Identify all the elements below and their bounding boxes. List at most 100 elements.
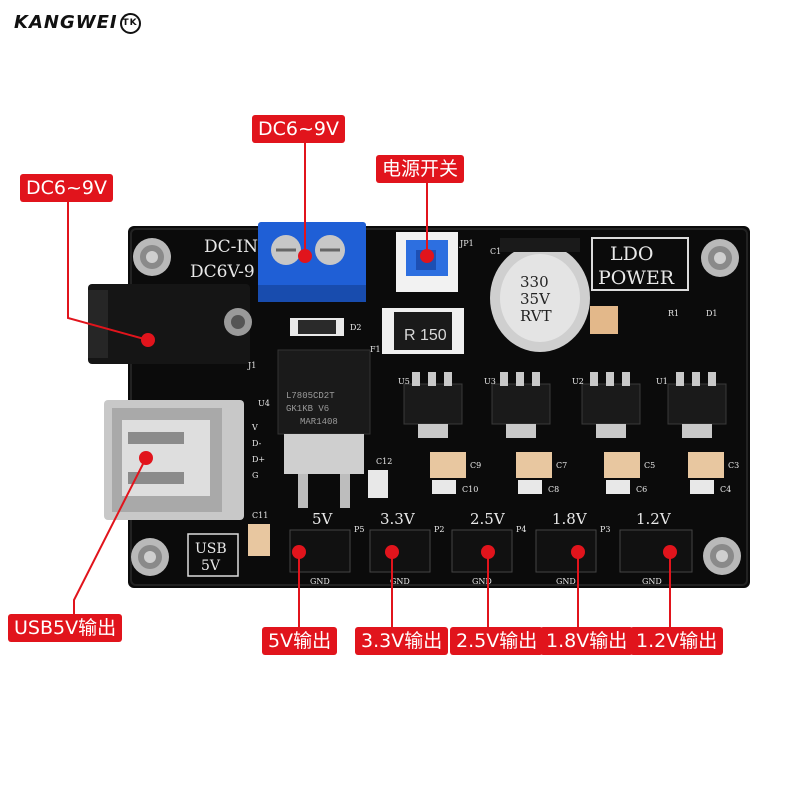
designator: J1 — [247, 361, 256, 370]
mounting-screw — [133, 238, 171, 276]
callout-dc-jack: DC6~9V — [20, 174, 113, 202]
mounting-screw — [701, 239, 739, 277]
regulator-marking-1: L7805CD2T — [286, 391, 335, 401]
screw-terminal — [258, 222, 366, 302]
voltage-label: 5V — [312, 510, 334, 528]
header-label: GND — [556, 577, 576, 586]
pin-header — [619, 529, 693, 573]
designator: P5 — [354, 525, 364, 534]
smd-capacitor — [688, 452, 724, 494]
smd-capacitor — [430, 452, 466, 494]
designator: P2 — [434, 525, 444, 534]
silk-ldo-2: POWER — [598, 267, 675, 289]
fuse-marking-mark: R — [404, 327, 416, 344]
voltage-label: 1.8V — [552, 510, 588, 528]
designator: C6 — [636, 485, 647, 494]
designator: U5 — [398, 377, 410, 386]
callout-dot — [385, 545, 399, 559]
silk-dcin-1: DC-IN — [204, 237, 258, 257]
silk-ldo-1: LDO — [610, 243, 653, 265]
designator: C10 — [462, 485, 478, 494]
dc-jack — [88, 284, 252, 364]
callout-dot — [139, 451, 153, 465]
callout-2v5: 2.5V输出 — [450, 627, 544, 655]
callout-dot — [571, 545, 585, 559]
voltage-label: 1.2V — [636, 510, 672, 528]
voltage-label: 3.3V — [380, 510, 416, 528]
fuse-marking: 150 — [420, 327, 447, 344]
callout-terminal: DC6~9V — [252, 115, 345, 143]
smd-capacitor — [248, 524, 270, 556]
smd-capacitor — [590, 306, 618, 334]
designator: C12 — [376, 457, 392, 466]
callout-1v8: 1.8V输出 — [540, 627, 634, 655]
callout-dot — [141, 333, 155, 347]
ldo-regulator — [491, 372, 551, 438]
designator: C5 — [644, 461, 655, 470]
usb-pin-label: G — [252, 471, 258, 480]
smd-capacitor — [516, 452, 552, 494]
silk-usb-2: 5V — [201, 558, 221, 574]
designator: C9 — [470, 461, 481, 470]
designator: F1 — [370, 345, 381, 354]
callout-3v3: 3.3V输出 — [355, 627, 449, 655]
ldo-regulator — [581, 372, 641, 438]
header-label: GND — [642, 577, 662, 586]
leader-dc-jack — [67, 202, 149, 341]
smd-capacitor — [368, 470, 388, 498]
designator: C4 — [720, 485, 731, 494]
diode-d2-body — [298, 320, 336, 334]
usb-label-box — [187, 533, 239, 577]
pin-header — [535, 529, 597, 573]
cap-marking-2: 35V — [520, 290, 551, 308]
fuse-f1 — [382, 308, 464, 354]
designator: U4 — [258, 399, 270, 408]
callout-power-switch: 电源开关 — [376, 155, 465, 183]
callout-dot — [298, 249, 312, 263]
ldo-regulator — [667, 372, 727, 438]
brand-logo-badge: TK — [119, 12, 141, 34]
silk-usb-1: USB — [195, 541, 227, 557]
callout-dot — [481, 545, 495, 559]
mounting-screw — [703, 537, 741, 575]
designator: D1 — [706, 309, 718, 318]
callout-dot — [663, 545, 677, 559]
silk-dcin-2: DC6V-9 — [190, 262, 255, 282]
usb-pin-label: D- — [252, 439, 262, 448]
callout-dot — [292, 545, 306, 559]
designator: C7 — [556, 461, 567, 470]
leader-usb — [73, 457, 147, 616]
header-label: GND — [310, 577, 330, 586]
callout-5v: 5V输出 — [262, 627, 338, 655]
designator: D2 — [350, 323, 362, 332]
voltage-label: 2.5V — [470, 510, 506, 528]
designator: C8 — [548, 485, 559, 494]
callout-usb: USB5V输出 — [8, 614, 123, 642]
electrolytic-capacitor — [490, 238, 590, 352]
designator: C1 — [490, 247, 501, 256]
regulator-marking-3: MAR1408 — [300, 417, 338, 427]
callout-dot — [420, 249, 434, 263]
designator: P3 — [600, 525, 610, 534]
pin-header — [369, 529, 431, 573]
voltage-regulator — [277, 349, 371, 508]
header-label: GND — [472, 577, 492, 586]
ldo-label-box — [591, 237, 689, 291]
designator: U3 — [484, 377, 496, 386]
designator: U2 — [572, 377, 584, 386]
usb-pin-label: V — [251, 423, 258, 432]
mounting-screw — [131, 538, 169, 576]
regulator-marking-2: GK1KB V6 — [286, 404, 329, 414]
usb-pin-label: D+ — [252, 455, 265, 464]
designator: U1 — [656, 377, 668, 386]
smd-capacitor — [604, 452, 640, 494]
brand-logo-text: KANGWEI — [14, 12, 118, 33]
cap-marking-1: 330 — [520, 273, 549, 291]
designator: JP1 — [459, 239, 474, 248]
designator: C11 — [252, 511, 268, 520]
callout-1v2: 1.2V输出 — [630, 627, 724, 655]
usb-a-connector — [104, 400, 244, 520]
designator: C3 — [728, 461, 739, 470]
